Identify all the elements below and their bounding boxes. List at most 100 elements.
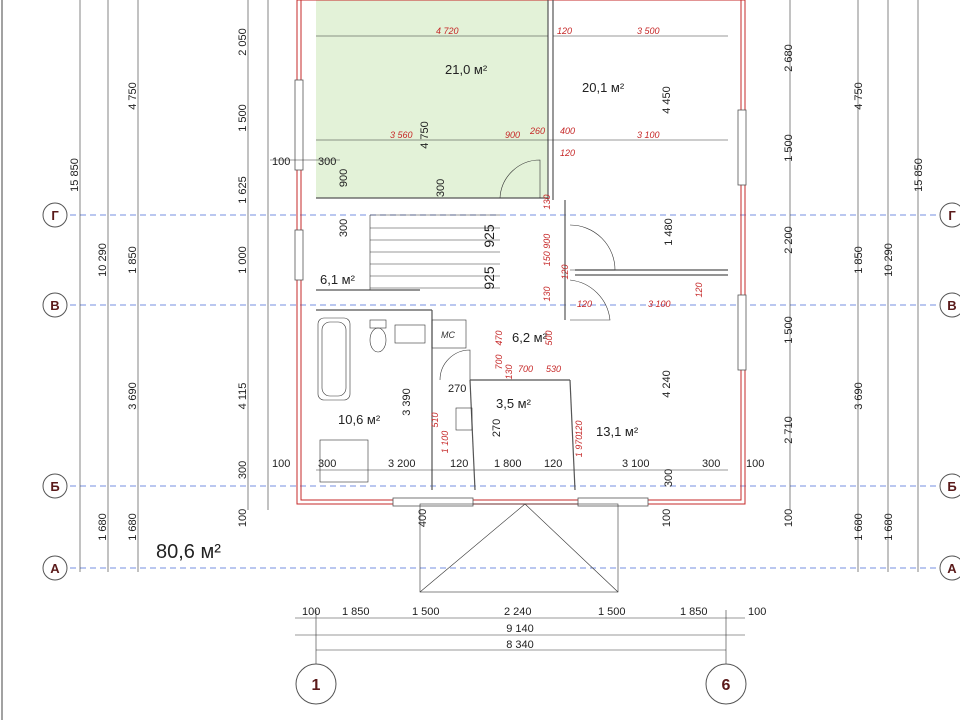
axis-marker-col-1: 1	[295, 663, 337, 705]
dim-red-0: 4 720	[436, 26, 459, 36]
svg-text:Г: Г	[948, 208, 956, 223]
dim-in-17: 120	[450, 458, 468, 470]
shower-tray-icon	[319, 439, 369, 483]
dim-right-inner-5: 100	[783, 509, 795, 527]
dim-right-mid-3: 1 680	[853, 513, 865, 541]
dim-in-19: 120	[544, 458, 562, 470]
axis-marker-right-a: А	[939, 555, 960, 581]
axis-marker-col-6: 6	[705, 663, 747, 705]
fixture-label: МС	[441, 330, 455, 340]
staircase	[369, 214, 500, 290]
dim-in-24: 100	[661, 509, 673, 527]
dim-right-mid-2: 3 690	[853, 382, 865, 410]
axis-marker-right-v: В	[939, 292, 960, 318]
dim-red-22: 510	[430, 412, 440, 427]
dim-red-21: 530	[546, 364, 561, 374]
dim-in-1: 4 450	[661, 86, 673, 114]
dim-left-mid-2: 3 690	[127, 382, 139, 410]
axis-marker-left-b: Б	[42, 473, 68, 499]
dim-bottom-1: 1 850	[342, 606, 370, 618]
dim-in-4: 300	[435, 179, 447, 197]
dim-in-14: 100	[272, 458, 290, 470]
dim-in-3: 900	[338, 169, 350, 187]
dim-bottom-4: 1 500	[598, 606, 626, 618]
dim-in-10: 4 240	[661, 370, 673, 398]
dim-in-9: 1 480	[663, 218, 675, 246]
dim-left-inner-1: 1 500	[237, 104, 249, 132]
dim-left-inner-6: 100	[237, 509, 249, 527]
dim-right-inner-2: 2 200	[783, 226, 795, 254]
axis-marker-left-v: В	[42, 292, 68, 318]
dim-in-20: 3 100	[622, 458, 650, 470]
dim-red-14: 3 100	[648, 299, 671, 309]
dim-right-outer-1: 10 290	[883, 243, 895, 277]
svg-text:А: А	[50, 561, 60, 576]
dim-red-2: 3 500	[637, 26, 660, 36]
axis-marker-right-b: Б	[939, 473, 960, 499]
dim-left-outer-2: 1 680	[97, 513, 109, 541]
dim-in-11: 3 390	[401, 388, 413, 416]
room-fill-green	[316, 0, 548, 198]
dim-red-20: 700	[518, 364, 533, 374]
bathtub-icon	[317, 317, 351, 401]
dim-right-inner-3: 1 500	[783, 316, 795, 344]
dim-right-inner-0: 2 680	[783, 44, 795, 72]
svg-text:Б: Б	[947, 479, 956, 494]
svg-text:1: 1	[312, 677, 321, 694]
dim-right-inner-4: 2 710	[783, 416, 795, 444]
dim-in-21: 300	[702, 458, 720, 470]
svg-text:В: В	[50, 298, 59, 313]
dim-left-mid-3: 1 680	[127, 513, 139, 541]
dim-red-6: 400	[560, 126, 575, 136]
dim-bottom-3: 2 240	[504, 606, 532, 618]
porch	[419, 503, 619, 593]
dim-in-12: 270	[448, 383, 466, 395]
svg-text:Б: Б	[50, 479, 59, 494]
svg-text:А: А	[947, 561, 957, 576]
dim-red-24: 1 970	[574, 435, 584, 458]
room-area-7: 13,1 м²	[596, 424, 639, 439]
dim-right-inner-1: 1 500	[783, 134, 795, 162]
dim-bottom-0: 100	[302, 606, 320, 618]
room-area-5: 10,6 м²	[338, 412, 381, 427]
dim-red-1: 120	[557, 26, 572, 36]
shaft-box	[455, 407, 473, 431]
dim-in-13: 270	[491, 419, 503, 437]
boiler-box	[431, 319, 467, 349]
dim-in-22: 100	[746, 458, 764, 470]
dim-bottom-2: 1 500	[412, 606, 440, 618]
dim-right-mid-0: 4 750	[853, 82, 865, 110]
dim-left-mid-0: 4 750	[127, 82, 139, 110]
dim-in-8: 925	[481, 266, 497, 290]
dim-in-23: 400	[417, 509, 429, 527]
dim-red-4: 900	[505, 130, 520, 140]
dim-in-2: 300	[318, 156, 336, 168]
dim-left-inner-0: 2 050	[237, 28, 249, 56]
room-area-2: 20,1 м²	[582, 80, 625, 95]
dim-red-18: 500	[544, 330, 554, 345]
dim-right-outer-0: 15 850	[913, 158, 925, 192]
dim-red-19: 130	[504, 364, 514, 379]
dim-in-16: 3 200	[388, 458, 416, 470]
room-area-3: 6,1 м²	[320, 272, 356, 287]
dim-red-3: 3 560	[390, 130, 413, 140]
dim-in-5: 100	[272, 156, 290, 168]
dim-bottom-row3: 8 340	[506, 639, 534, 651]
sink-icon	[394, 324, 426, 344]
room-area-4: 6,2 м²	[512, 330, 548, 345]
axis-marker-right-g: Г	[939, 202, 960, 228]
room-area-1: 21,0 м²	[445, 62, 488, 77]
svg-text:6: 6	[722, 677, 731, 694]
dim-red-10: 150 900	[542, 234, 552, 267]
svg-text:В: В	[947, 298, 956, 313]
dim-left-mid-1: 1 850	[127, 246, 139, 274]
dim-red-12: 130	[542, 286, 552, 301]
dim-right-mid-1: 1 850	[853, 246, 865, 274]
dim-left-inner-3: 1 000	[237, 246, 249, 274]
dim-left-inner-5: 300	[237, 461, 249, 479]
dim-red-9: 130	[542, 194, 552, 209]
dim-in-25: 300	[663, 469, 675, 487]
dim-bottom-6: 100	[748, 606, 766, 618]
dim-red-23: 1 100	[440, 431, 450, 454]
dim-bottom-5: 1 850	[680, 606, 708, 618]
